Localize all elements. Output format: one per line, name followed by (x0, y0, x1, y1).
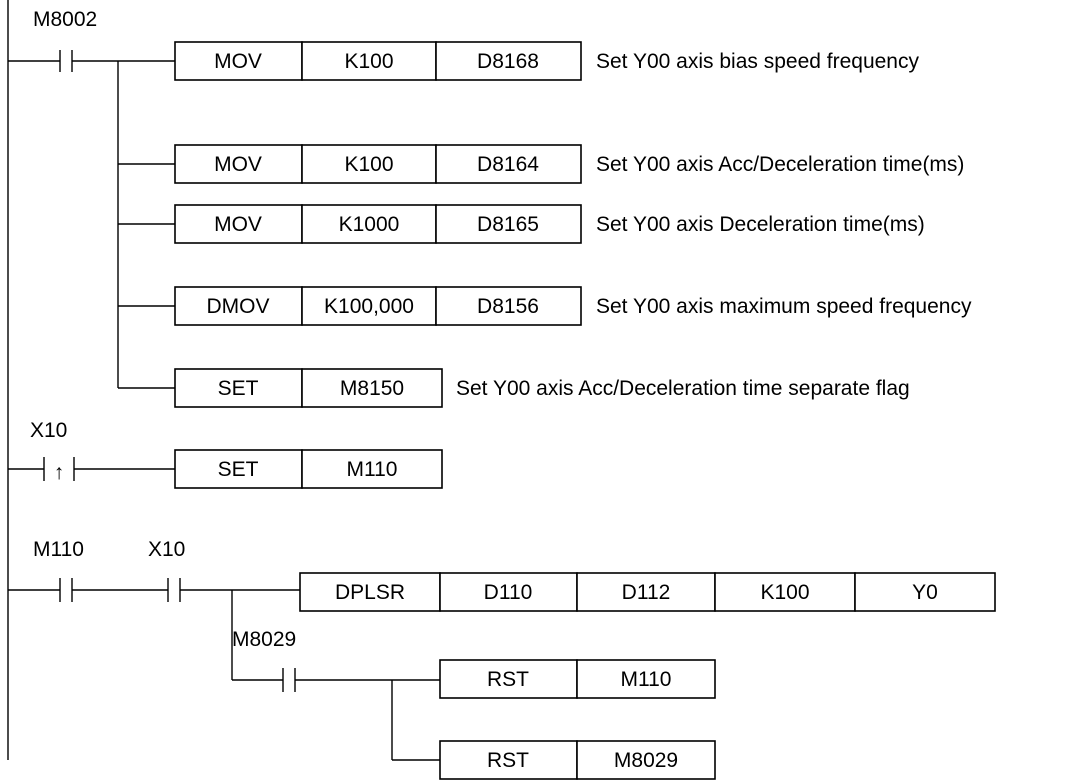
operand-source: K100 (344, 50, 393, 73)
contact-label-m110: M110 (33, 538, 84, 561)
operand-dest: D8156 (477, 295, 539, 318)
operand: M110 (621, 668, 672, 691)
instruction-comment: Set Y00 axis Acc/Deceleration time(ms) (596, 153, 964, 176)
opcode: MOV (214, 153, 262, 176)
instruction-comment: Set Y00 axis Acc/Deceleration time separ… (456, 377, 910, 400)
contact-m110-symbol (59, 578, 73, 602)
instruction-rst-m8029: RST M8029 (439, 740, 716, 780)
instruction-comment: Set Y00 axis maximum speed frequency (596, 295, 972, 318)
operand-dest: D8165 (477, 213, 539, 236)
rising-edge-arrow-icon: ↑ (54, 461, 65, 484)
operand: M8029 (614, 749, 678, 772)
contact-m8029-symbol (282, 668, 296, 692)
operand-4: Y0 (912, 581, 938, 604)
instruction-mov-d8164: MOV K100 D8164 Set Y00 axis Acc/Decelera… (174, 144, 964, 184)
operand-3: K100 (760, 581, 809, 604)
operand: M110 (347, 458, 398, 481)
instruction-dplsr: DPLSR D110 D112 K100 Y0 (299, 572, 996, 612)
instruction-mov-d8165: MOV K1000 D8165 Set Y00 axis Deceleratio… (174, 204, 925, 244)
opcode: RST (487, 749, 529, 772)
rung-3: M110 X10 DPLSR D110 D112 K100 Y0 M8029 (8, 538, 996, 780)
contact-x10-symbol (167, 578, 181, 602)
operand-2: D112 (622, 581, 671, 604)
contact-label-m8002: M8002 (33, 8, 97, 31)
operand-source: K1000 (339, 213, 400, 236)
operand: M8150 (340, 377, 404, 400)
contact-label-m8029: M8029 (232, 628, 296, 651)
opcode: DPLSR (335, 581, 405, 604)
instruction-rst-m110: RST M110 (439, 659, 716, 699)
instruction-comment: Set Y00 axis bias speed frequency (596, 50, 919, 73)
instruction-dmov-d8156: DMOV K100,000 D8156 Set Y00 axis maximum… (174, 286, 972, 326)
operand-dest: D8168 (477, 50, 539, 73)
contact-label-x10: X10 (30, 419, 67, 442)
opcode: SET (218, 458, 259, 481)
operand-1: D110 (484, 581, 533, 604)
opcode: RST (487, 668, 529, 691)
contact-label-x10-2: X10 (148, 538, 185, 561)
instruction-set-m110: SET M110 (174, 449, 443, 489)
rung-1: M8002 MOV K100 D8168 Set Y00 axis bias s… (8, 8, 972, 408)
opcode: MOV (214, 213, 262, 236)
opcode: DMOV (207, 295, 270, 318)
opcode: SET (218, 377, 259, 400)
instruction-set-m8150: SET M8150 Set Y00 axis Acc/Deceleration … (174, 368, 910, 408)
operand-dest: D8164 (477, 153, 539, 176)
operand-source: K100,000 (324, 295, 414, 318)
instruction-mov-d8168: MOV K100 D8168 Set Y00 axis bias speed f… (174, 41, 919, 81)
contact-m8002-symbol (59, 50, 73, 72)
opcode: MOV (214, 50, 262, 73)
rising-edge-contact-symbol: ↑ (43, 457, 75, 484)
rung-2: X10 ↑ SET M110 (8, 419, 443, 489)
instruction-comment: Set Y00 axis Deceleration time(ms) (596, 213, 925, 236)
operand-source: K100 (344, 153, 393, 176)
